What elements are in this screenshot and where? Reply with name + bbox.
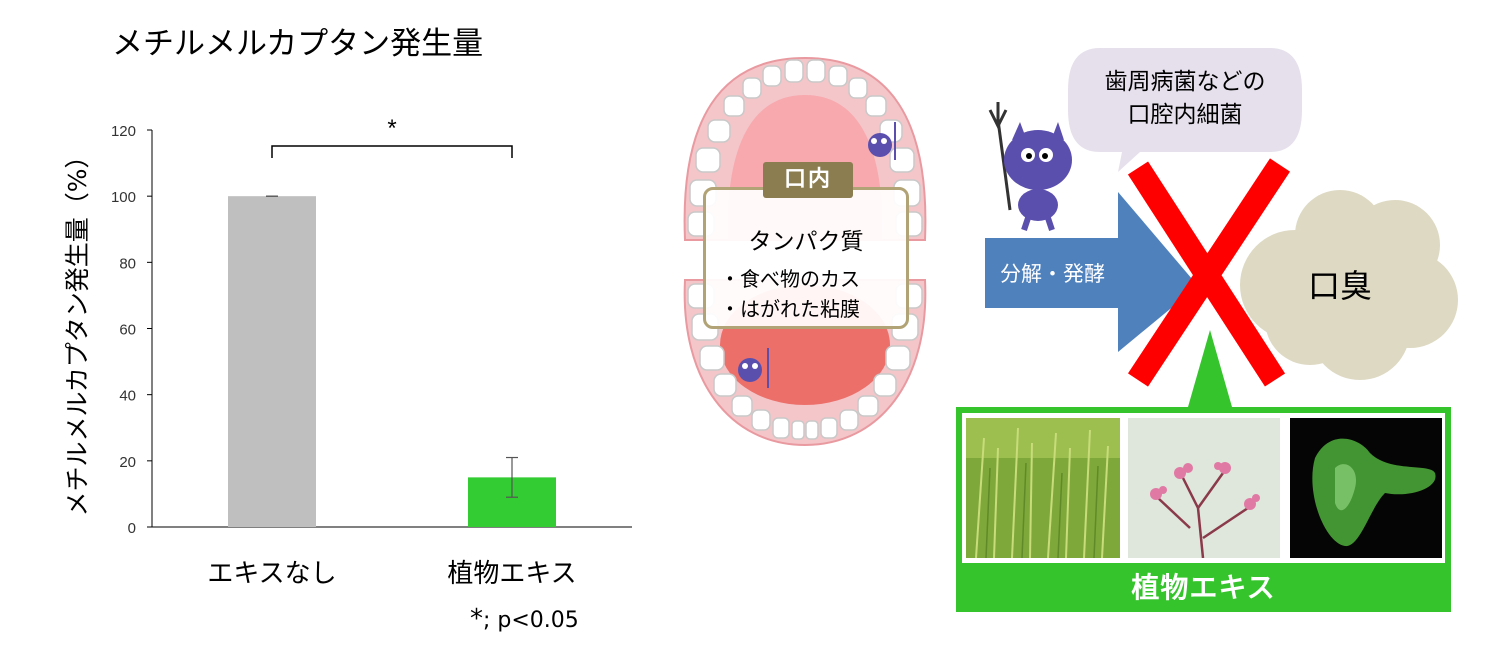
- y-tick-label: 80: [119, 255, 136, 272]
- green-seaweed-photo: [1290, 418, 1442, 558]
- germ-icon: [868, 122, 896, 160]
- protein-item-food: ・食べ物のカス: [720, 267, 860, 291]
- y-tick-label: 100: [111, 189, 136, 206]
- process-label: 分解・発酵: [1000, 262, 1105, 286]
- odor-diagram: [985, 48, 1458, 407]
- significance-note-text: ; p<0.05: [483, 608, 579, 633]
- extract-pointer: [1188, 330, 1232, 407]
- y-tick-label: 40: [119, 388, 136, 405]
- process-arrow: [985, 192, 1198, 352]
- chart-bars: [228, 195, 556, 527]
- odor-label: 口臭: [1308, 267, 1373, 305]
- upper-teeth: [687, 59, 923, 237]
- y-tick-label: 0: [128, 520, 136, 537]
- y-tick-label: 120: [111, 123, 136, 140]
- barley-field-photo: [966, 418, 1120, 558]
- bacteria-bubble-text: 歯周病菌などの 口腔内細菌: [1075, 66, 1295, 132]
- block-cross-icon: [1127, 158, 1291, 387]
- bubble-line-1: 歯周病菌などの: [1104, 69, 1266, 95]
- bubble-line-2: 口腔内細菌: [1127, 102, 1243, 128]
- odor-cloud: [1240, 190, 1458, 380]
- significance-bracket: *: [271, 115, 513, 158]
- pink-flower-photo: [1128, 418, 1280, 558]
- speech-bubble: [1068, 48, 1302, 172]
- chart-ticks: 0 20 40 60 80 100 120: [111, 123, 152, 537]
- significance-note-star: *: [470, 604, 483, 634]
- protein-item-mucosa: ・はがれた粘膜: [720, 297, 860, 321]
- protein-title: タンパク質: [748, 229, 864, 255]
- bar: [228, 196, 316, 527]
- significance-bracket-line: [271, 145, 513, 158]
- protein-callout: [703, 187, 909, 329]
- germ-icon: [738, 348, 769, 388]
- bar-chart: 0 20 40 60 80 100 120 *: [111, 115, 632, 537]
- mouth-tag: 口内: [763, 162, 853, 198]
- y-tick-label: 60: [119, 322, 136, 339]
- y-tick-label: 20: [119, 454, 136, 471]
- category-label-plant-extract: 植物エキス: [447, 559, 577, 589]
- chart-title: メチルメルカプタン発生量: [112, 26, 484, 62]
- significance-note: *; p<0.05: [470, 604, 579, 634]
- category-label-no-extract: エキスなし: [207, 559, 337, 589]
- devil-germ-icon: [988, 102, 1072, 231]
- significance-star: *: [387, 115, 396, 142]
- chart-axes: [151, 130, 632, 528]
- plant-extract-label: 植物エキス: [1131, 571, 1276, 604]
